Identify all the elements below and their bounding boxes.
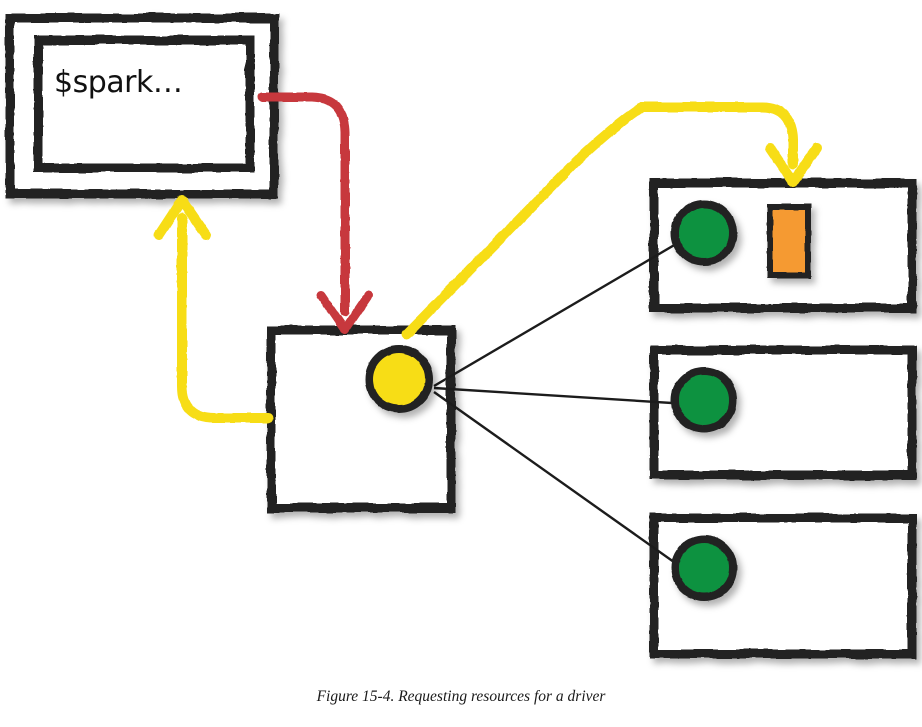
driver-process-rect[interactable]: [767, 204, 811, 278]
launch-driver-arrow: [402, 102, 822, 339]
connector-worker-2: [433, 386, 689, 406]
figure-caption: Figure 15-4. Requesting resources for a …: [316, 688, 606, 705]
submit-arrow: [257, 92, 374, 335]
response-arrow: [154, 195, 273, 423]
connector-worker-3: [433, 391, 689, 573]
worker-node-2-green-circle[interactable]: [671, 367, 737, 433]
terminal-command-text: $spark…: [54, 64, 183, 100]
terminal-window[interactable]: [5, 13, 279, 199]
terminal-screen: [33, 35, 255, 173]
worker-node-1-green-circle[interactable]: [671, 200, 737, 266]
connector-lines: [433, 235, 689, 573]
worker-node-3-green-circle[interactable]: [671, 535, 737, 601]
yellow-circle[interactable]: [365, 345, 433, 413]
connector-worker-1: [433, 235, 689, 388]
